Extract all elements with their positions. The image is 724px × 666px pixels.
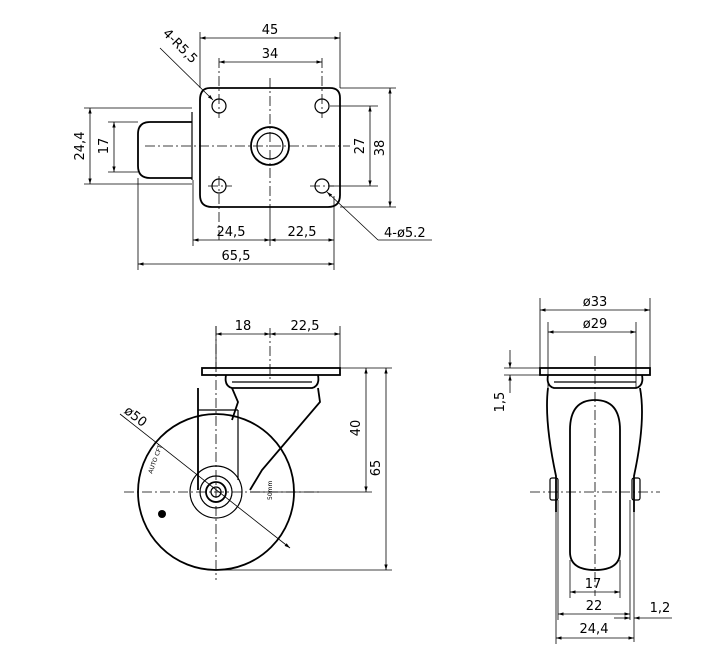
side-wheel-size: 50mm (267, 481, 274, 500)
top-dim-45: 45 (262, 23, 279, 38)
side-dim-40: 40 (349, 420, 364, 437)
top-view: 45 34 4-R5,5 24,4 17 27 38 24,5 22, (73, 23, 432, 270)
front-axle-cap-right (631, 477, 641, 501)
front-fork (546, 387, 643, 512)
top-dim-24-5: 24,5 (217, 225, 246, 240)
side-view: AUTO CFT 50mm 18 22,5 ø50 40 65 (119, 319, 392, 580)
top-dim-hole: 4-ø5.2 (384, 226, 426, 241)
side-bearing (224, 374, 320, 389)
side-dim-dia50: ø50 (121, 404, 150, 431)
top-dim-34: 34 (262, 47, 279, 62)
front-dim-dia33: ø33 (583, 295, 608, 310)
front-axle-cap-left (549, 477, 559, 501)
top-dim-38: 38 (373, 140, 388, 157)
side-wheel-brand: AUTO CFT (147, 444, 164, 475)
side-plate (201, 367, 341, 376)
front-dim-dia29: ø29 (583, 317, 608, 332)
side-dim-22-5: 22,5 (291, 319, 320, 334)
side-dim-65: 65 (369, 460, 384, 477)
top-dim-17: 17 (97, 138, 112, 155)
top-dim-22-5: 22,5 (288, 225, 317, 240)
top-dim-24-4: 24,4 (73, 132, 88, 161)
side-logo-mark (158, 510, 166, 518)
wheel-projection (137, 121, 192, 179)
top-dim-radius: 4-R5,5 (159, 26, 200, 67)
front-dim-1-5: 1,5 (493, 392, 508, 413)
front-dim-22: 22 (586, 599, 603, 614)
front-view: ø33 ø29 1,5 17 22 1,2 24,4 (493, 295, 672, 644)
front-dim-24-4: 24,4 (580, 622, 609, 637)
top-dim-27: 27 (353, 138, 368, 155)
side-dim-18: 18 (235, 319, 252, 334)
top-plate-outline (199, 87, 341, 208)
front-wheel (569, 399, 621, 571)
top-dim-65-5: 65,5 (222, 249, 251, 264)
front-dim-17: 17 (585, 577, 602, 592)
front-dim-1-2: 1,2 (650, 601, 671, 616)
